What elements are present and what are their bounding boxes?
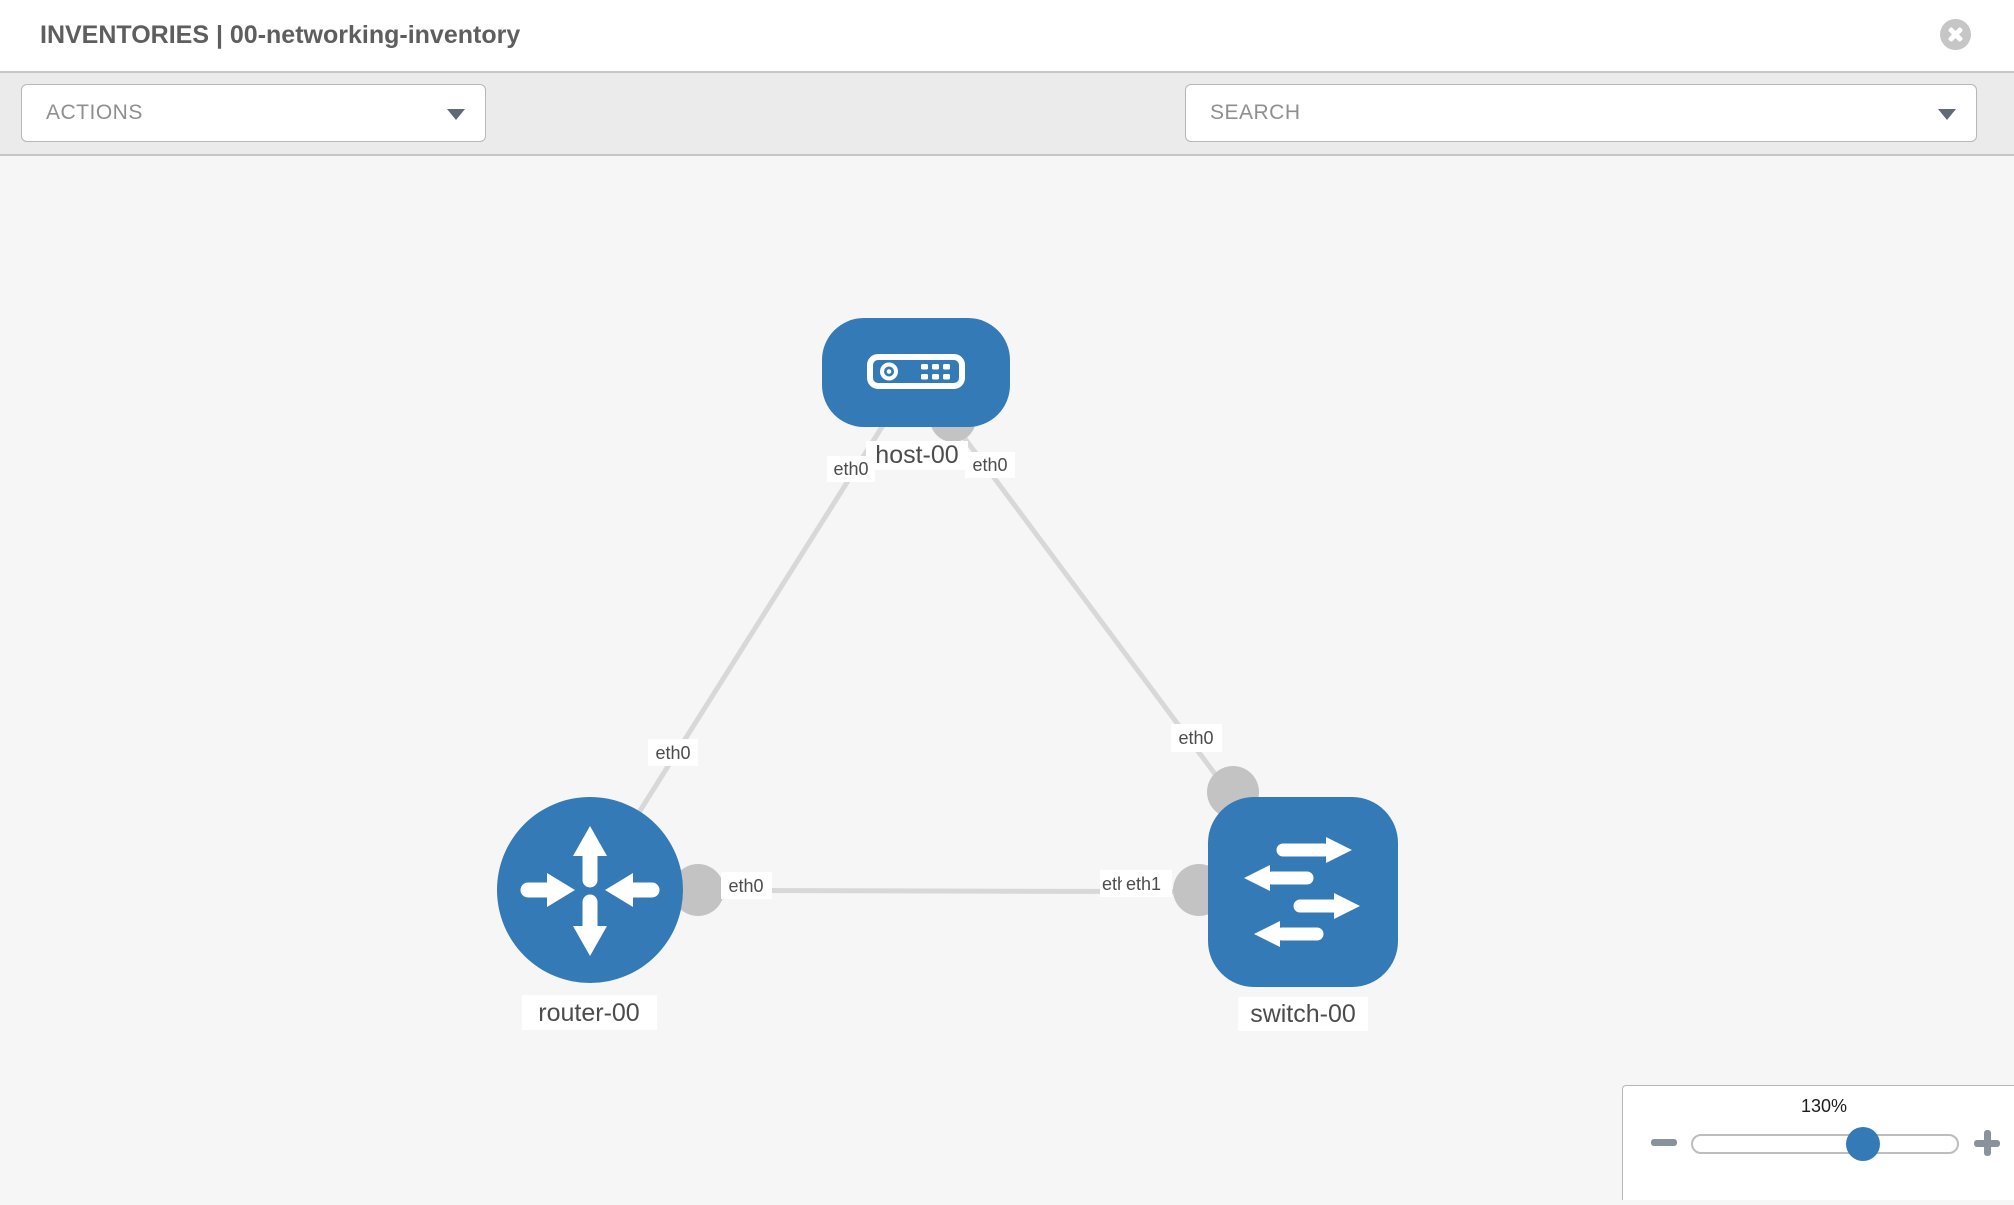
switch-icon: [1244, 837, 1360, 947]
plus-icon: [1984, 1130, 1991, 1156]
topology-canvas[interactable]: host-00 router-00 switch-00 eth0 eth0 et…: [0, 156, 2014, 1200]
close-icon[interactable]: [1940, 19, 1971, 50]
zoom-out-button[interactable]: [1651, 1139, 1677, 1146]
node-router[interactable]: [497, 797, 683, 983]
svg-text:eth0: eth0: [1178, 728, 1213, 748]
zoom-slider-track[interactable]: [1691, 1134, 1959, 1154]
node-switch[interactable]: [1208, 797, 1398, 987]
iface-label: eth1: [1122, 870, 1172, 897]
zoom-level-label: 130%: [1800, 1096, 1848, 1116]
actions-dropdown[interactable]: ACTIONS: [21, 84, 486, 142]
search-dropdown[interactable]: SEARCH: [1185, 84, 1977, 142]
svg-text:eth0: eth0: [833, 459, 868, 479]
zoom-in-button[interactable]: [1974, 1130, 2000, 1156]
header: INVENTORIES | 00-networking-inventory: [0, 0, 2014, 73]
svg-text:eth0: eth0: [728, 876, 763, 896]
caret-down-icon: [1938, 109, 1956, 120]
svg-text:switch-00: switch-00: [1250, 1000, 1356, 1028]
toolbar: ACTIONS SEARCH: [0, 73, 2014, 205]
svg-text:eth0: eth0: [655, 743, 690, 763]
iface-label: eth0: [965, 452, 1015, 478]
router-icon: [520, 826, 660, 956]
iface-label: eth0: [827, 456, 875, 482]
caret-down-icon: [447, 109, 465, 120]
svg-text:router-00: router-00: [538, 999, 639, 1027]
svg-text:eth0: eth0: [972, 455, 1007, 475]
topology-svg: host-00 router-00 switch-00 eth0 eth0 et…: [497, 318, 1398, 1031]
actions-dropdown-label: ACTIONS: [46, 101, 143, 124]
svg-text:host-00: host-00: [875, 441, 958, 469]
host-icon: [867, 354, 965, 389]
node-label-host: host-00: [866, 441, 968, 470]
node-label-router: router-00: [522, 995, 657, 1030]
iface-label: eth0: [648, 739, 698, 766]
node-label-switch: switch-00: [1238, 997, 1368, 1031]
svg-text:eth1: eth1: [1126, 874, 1161, 894]
page-title: INVENTORIES | 00-networking-inventory: [40, 21, 521, 49]
interface-circle-router[interactable]: [672, 864, 724, 916]
iface-label: eth0: [721, 872, 772, 899]
iface-label: eth0: [1171, 724, 1222, 752]
node-host[interactable]: [822, 318, 1010, 427]
zoom-slider-thumb[interactable]: [1846, 1127, 1880, 1161]
search-dropdown-label: SEARCH: [1210, 101, 1301, 124]
zoom-panel: 130%: [1622, 1085, 2014, 1200]
